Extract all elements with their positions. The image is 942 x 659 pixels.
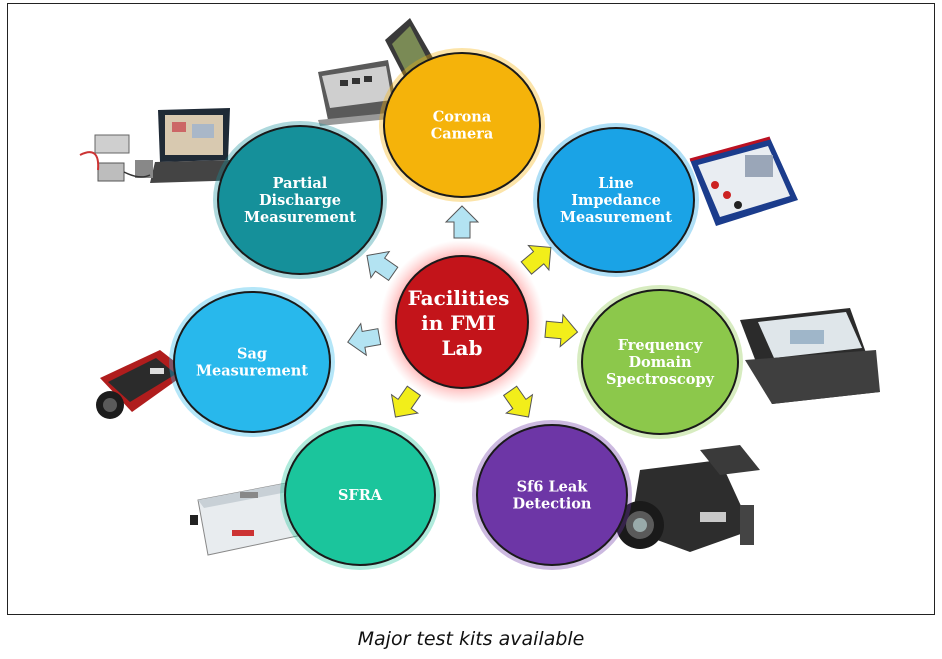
corona-camera-device — [318, 18, 440, 126]
laser-rangefinder — [96, 350, 188, 419]
node-ellipse — [173, 291, 331, 433]
figure-caption: Major test kits available — [357, 628, 585, 650]
pd-laptop-setup — [79, 108, 246, 183]
arrow-frequency-domain — [544, 313, 579, 348]
node-ellipse — [383, 52, 541, 198]
arrow-corona-camera — [444, 205, 480, 239]
arrow-sag-measurement — [347, 322, 382, 357]
node-ellipse — [581, 289, 739, 435]
node-ellipse — [284, 424, 436, 566]
node-label: SFRA — [338, 487, 383, 504]
arrow-sf6-leak — [502, 385, 534, 418]
flir-gas-camera — [616, 445, 760, 552]
arrow-line-impedance — [520, 244, 552, 275]
center-label: Facilities in FMI Lab — [408, 286, 517, 360]
arrow-partial-discharge — [366, 250, 399, 282]
center-node: Facilities in FMI Lab — [380, 240, 544, 404]
fds-analyzer — [740, 308, 880, 404]
arrows-group — [347, 205, 579, 418]
node-ellipse — [537, 127, 695, 273]
node-ellipse — [476, 424, 628, 566]
impedance-test-set — [689, 136, 798, 226]
arrow-sfra — [390, 385, 422, 418]
node-ellipse — [217, 125, 383, 275]
node-sfra: SFRA — [280, 420, 440, 570]
